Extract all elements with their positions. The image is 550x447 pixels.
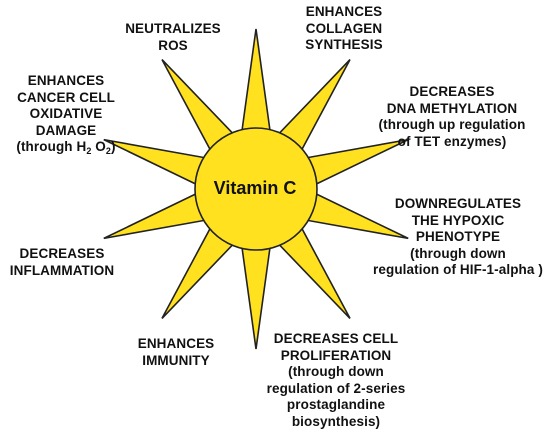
label-line: of TET enzymes) — [397, 133, 507, 149]
effect-decreases-cell-proliferation: DECREASES CELL PROLIFERATION (through do… — [256, 331, 416, 430]
label-line: ENHANCES — [305, 4, 383, 19]
label-line: (through down — [410, 245, 506, 261]
label-line: DOWNREGULATES — [394, 196, 522, 211]
label-line: regulation of 2-series — [266, 380, 406, 396]
label-line: DECREASES — [19, 246, 105, 261]
effect-decreases-dna-methylation: DECREASES DNA METHYLATION (through up re… — [368, 84, 536, 150]
label-line: SYNTHESIS — [305, 37, 383, 52]
label-line: DNA METHYLATION — [386, 100, 518, 116]
label-line: prostaglandine — [286, 397, 386, 412]
label-line: COLLAGEN — [305, 20, 383, 36]
effect-enhances-cancer-oxidative-damage: ENHANCES CANCER CELL OXIDATIVE DAMAGE (t… — [3, 73, 129, 156]
label-line: PROLIFERATION — [280, 347, 392, 363]
label-line: (through down — [288, 364, 384, 379]
sun-center-disc — [194, 127, 318, 251]
label-line: PHENOTYPE — [415, 229, 501, 244]
effect-downregulates-hypoxic-phenotype: DOWNREGULATES THE HYPOXIC PHENOTYPE (thr… — [366, 196, 550, 279]
effect-decreases-inflammation: DECREASES INFLAMMATION — [3, 246, 121, 279]
label-line: ROS — [158, 37, 188, 53]
label-line: regulation of HIF-1-alpha ) — [373, 262, 543, 277]
label-line: ENHANCES — [27, 73, 105, 88]
label-line: IMMUNITY — [142, 352, 210, 368]
effect-neutralizes-ros: NEUTRALIZES ROS — [118, 21, 228, 54]
label-line: DECREASES — [409, 84, 495, 99]
label-line: DECREASES CELL — [273, 331, 399, 346]
vitamin-c-label: Vitamin C — [213, 178, 297, 198]
label-line: biosynthesis) — [291, 413, 381, 429]
label-line: ENHANCES — [137, 336, 215, 351]
label-line: (through up regulation — [378, 117, 526, 132]
label-line: INFLAMMATION — [9, 262, 115, 278]
effect-enhances-collagen-synthesis: ENHANCES COLLAGEN SYNTHESIS — [288, 4, 400, 54]
effect-enhances-immunity: ENHANCES IMMUNITY — [128, 336, 224, 369]
label-line: CANCER CELL — [17, 89, 115, 105]
label-line: DAMAGE — [35, 122, 97, 138]
label-line: NEUTRALIZES — [125, 21, 221, 36]
label-line: THE HYPOXIC — [411, 212, 505, 228]
h2o2-line: (through H2 O2) — [16, 139, 116, 156]
label-line: OXIDATIVE — [29, 106, 103, 121]
